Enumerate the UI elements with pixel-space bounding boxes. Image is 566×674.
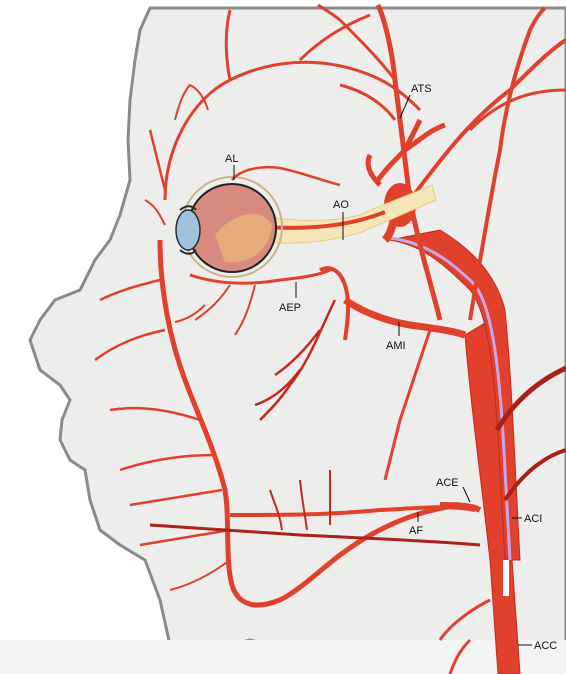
label-ami: AMI: [386, 340, 406, 352]
iris: [176, 210, 200, 250]
label-aci: ACI: [524, 513, 542, 525]
label-af: AF: [409, 525, 423, 537]
label-acc: ACC: [534, 640, 557, 652]
label-ace: ACE: [436, 477, 459, 489]
label-al: AL: [225, 153, 238, 165]
bottom-band: [0, 640, 566, 674]
label-ats: ATS: [411, 83, 432, 95]
label-aep: AEP: [279, 302, 301, 314]
label-ao: AO: [333, 199, 349, 211]
carotid-white-marker: [503, 560, 509, 596]
